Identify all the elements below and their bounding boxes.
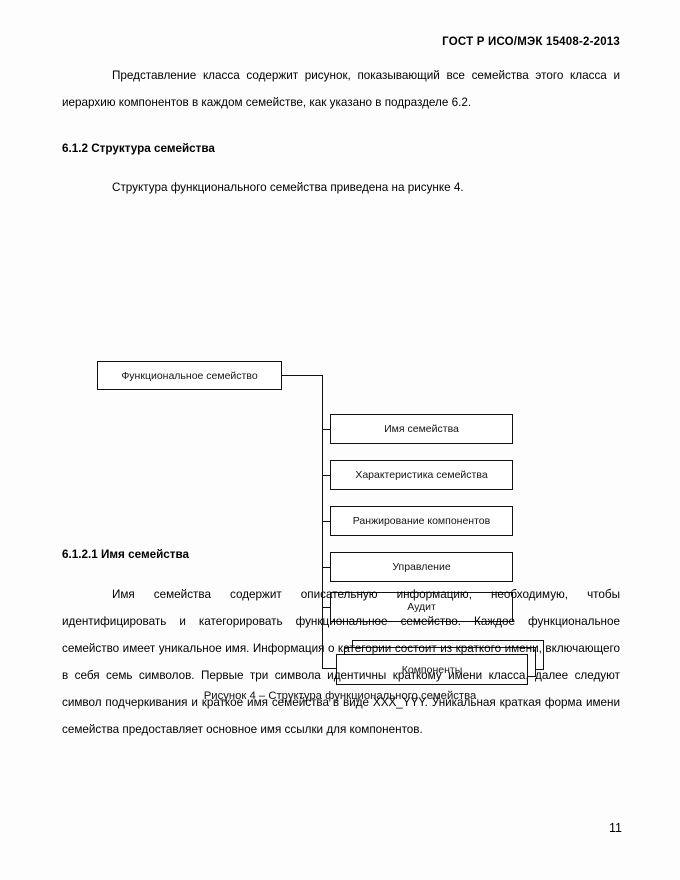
figure-node-family-name: Имя семейства <box>330 414 513 444</box>
document-body: Представление класса содержит рисунок, п… <box>62 62 620 201</box>
figure-4-family-structure: Функциональное семейство Имя семейства Х… <box>0 176 680 702</box>
figure-caption: Рисунок 4 – Структура функционального се… <box>203 690 477 702</box>
document-standard-header: ГОСТ Р ИСО/МЭК 15408-2-2013 <box>442 36 620 48</box>
connector-stub-5 <box>322 607 331 609</box>
spacer <box>62 568 620 581</box>
figure-node-components-stack: Компоненты <box>336 640 544 685</box>
figure-node-component-ranking: Ранжирование компонентов <box>330 506 513 536</box>
figure-node-family-characteristic: Характеристика семейства <box>330 460 513 490</box>
connector-stub-components <box>322 668 337 670</box>
connector-root-horizontal <box>282 375 323 377</box>
document-body-lower: 6.1.2.1 Имя семейства Имя семейства соде… <box>62 541 620 743</box>
stack-layer-front: Компоненты <box>336 654 528 685</box>
connector-stub-2 <box>322 475 331 477</box>
connector-stub-1 <box>322 429 331 431</box>
heading-6-1-2: 6.1.2 Структура семейства <box>62 142 215 155</box>
paragraph-family-name-description: Имя семейства содержит описательную инфо… <box>62 588 620 736</box>
connector-stub-3 <box>322 521 331 523</box>
spacer <box>62 116 620 135</box>
spacer <box>62 162 620 174</box>
connector-stub-4 <box>322 567 331 569</box>
paragraph-class-presentation: Представление класса содержит рисунок, п… <box>62 69 620 109</box>
page-number: 11 <box>609 821 622 835</box>
figure-node-management: Управление <box>330 552 513 582</box>
paragraph-family-structure-intro: Структура функционального семейства прив… <box>112 181 464 194</box>
heading-6-1-2-1: 6.1.2.1 Имя семейства <box>62 548 190 561</box>
figure-node-functional-family: Функциональное семейство <box>97 361 282 390</box>
figure-node-audit: Аудит <box>330 592 513 622</box>
